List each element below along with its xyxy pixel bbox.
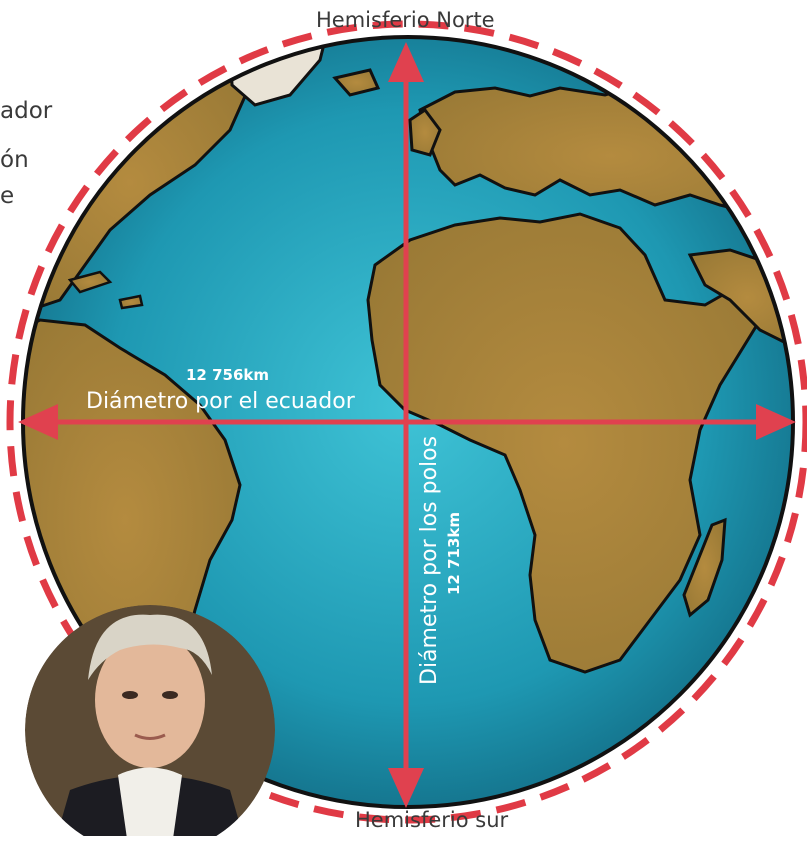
south-hemisphere-label: Hemisferio sur xyxy=(355,808,509,832)
madagascar-island xyxy=(682,517,727,618)
polar-diameter-value: 12 713km xyxy=(445,511,463,595)
equator-diameter-value: 12 756km xyxy=(186,366,270,384)
cut-off-text-line: e xyxy=(0,183,15,209)
equator-diameter-caption: Diámetro por el ecuador xyxy=(86,389,355,414)
equator-arrow-left-head xyxy=(18,404,58,440)
cut-off-text-line: ador xyxy=(0,98,53,124)
africa-landmass xyxy=(366,212,762,674)
iceland-island xyxy=(332,68,381,97)
polar-arrow-top-head xyxy=(388,42,424,82)
north-hemisphere-label: Hemisferio Norte xyxy=(316,8,495,32)
caribbean-island xyxy=(67,270,113,294)
caribbean-island xyxy=(118,294,144,310)
equator-arrow-right-head xyxy=(756,404,796,440)
britain-island xyxy=(408,107,442,157)
cut-off-text-line: ón xyxy=(0,147,29,173)
polar-diameter-caption: Diámetro por los polos xyxy=(417,435,442,685)
dashed-ring xyxy=(6,20,807,824)
polar-arrow-bottom-head xyxy=(388,768,424,808)
